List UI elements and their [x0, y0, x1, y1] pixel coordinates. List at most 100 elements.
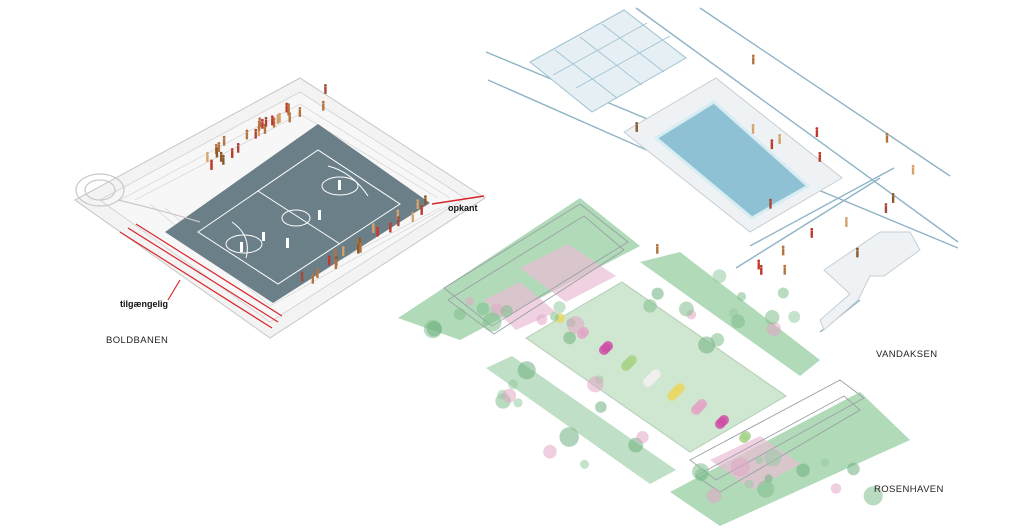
tree-canopy-icon [587, 376, 604, 393]
person-figure-icon [783, 267, 786, 275]
annotation-opkant: opkant [448, 203, 478, 213]
person-figure-icon [334, 256, 338, 260]
rosenhaven-area [398, 198, 910, 526]
person-figure-icon [231, 150, 234, 158]
person-figure-icon [810, 227, 814, 231]
person-figure-icon [272, 120, 276, 128]
person-figure-icon [263, 126, 267, 134]
rose-bush-icon [603, 341, 613, 351]
person-figure-icon [751, 54, 755, 58]
person-figure-icon [376, 229, 379, 237]
person-figure-icon [271, 118, 274, 126]
person-figure-icon [222, 157, 225, 165]
person-figure-icon [372, 225, 375, 233]
person-figure-icon [214, 143, 218, 147]
person-figure-icon [656, 246, 659, 254]
tree-canopy-icon [502, 388, 517, 403]
person-figure-icon [287, 108, 290, 116]
pool-water [653, 100, 811, 220]
person-figure-icon [371, 223, 375, 226]
person-figure-icon [288, 115, 291, 123]
tree-canopy-icon [744, 479, 754, 489]
person-figure-icon [245, 129, 249, 133]
person-figure-icon [254, 128, 258, 132]
person-figure-icon [818, 154, 822, 162]
person-figure-icon [781, 248, 785, 256]
tree-canopy-icon [820, 458, 830, 467]
person-figure-icon [258, 117, 262, 121]
person-figure-icon [397, 219, 400, 227]
person-figure-icon [769, 198, 772, 202]
rose-bush-icon [627, 355, 637, 365]
person-figure-icon [757, 259, 761, 263]
person-figure-icon [219, 154, 223, 162]
person-figure-icon [358, 237, 362, 240]
person-figure-icon [778, 136, 781, 144]
person-figure-icon [222, 135, 226, 139]
person-figure-icon [245, 132, 249, 140]
tree-canopy-icon [706, 488, 722, 504]
side-terrace [819, 231, 921, 331]
person-figure-icon [298, 107, 302, 110]
tree-canopy-icon [482, 312, 502, 332]
person-figure-icon [287, 105, 290, 109]
person-figure-icon [327, 258, 331, 266]
tree-canopy-icon [777, 287, 789, 299]
person-figure-icon [334, 252, 337, 260]
person-figure-icon [359, 242, 362, 246]
person-figure-icon [316, 271, 319, 279]
tree-canopy-icon [730, 457, 750, 477]
person-figure-icon [781, 245, 785, 249]
person-figure-icon [845, 219, 848, 227]
person-figure-icon [885, 135, 889, 143]
tilgaengelig-leader-line [167, 279, 181, 301]
person-figure-icon [287, 103, 290, 107]
person-figure-icon [396, 216, 400, 220]
person-figure-icon [778, 134, 782, 137]
person-figure-icon [376, 226, 379, 230]
person-figure-icon [210, 160, 213, 163]
person-figure-icon [891, 193, 895, 196]
tree-canopy-icon [636, 431, 649, 444]
vandaksen-area [485, 7, 959, 333]
person-figure-icon [254, 131, 257, 139]
person-figure-icon [324, 86, 327, 94]
spiral-ramp [75, 173, 201, 223]
tree-canopy-icon [536, 314, 548, 326]
person-figure-icon [217, 144, 221, 152]
tree-canopy-icon [476, 302, 490, 316]
tree-canopy-icon [579, 459, 590, 469]
tree-canopy-icon [517, 361, 536, 380]
person-figure-icon [751, 126, 755, 134]
rose-bush-icon [741, 431, 751, 441]
tree-canopy-icon [426, 321, 442, 337]
accessible-ramp [119, 223, 283, 329]
person-figure-icon [396, 209, 400, 213]
person-figure-icon [257, 129, 261, 137]
person-figure-icon [815, 127, 819, 130]
person-figure-icon [316, 268, 319, 271]
person-figure-icon [311, 276, 315, 284]
person-figure-icon [884, 206, 888, 214]
rose-lawn [525, 281, 787, 453]
tree-canopy-icon [566, 316, 585, 334]
person-figure-icon [810, 230, 813, 238]
tree-canopy-icon [757, 480, 775, 498]
person-figure-icon [759, 264, 763, 268]
person-figure-icon [855, 247, 859, 251]
rose-bush-icon [719, 415, 729, 425]
tree-canopy-icon [788, 310, 801, 323]
court-markings [197, 149, 401, 285]
tree-canopy-icon [692, 463, 710, 481]
person-figure-icon [357, 246, 360, 254]
tree-canopy-icon [731, 314, 745, 329]
person-figure-icon [327, 255, 331, 259]
person-figure-icon [258, 120, 261, 128]
person-figure-icon [770, 142, 774, 150]
rose-bush-icon [651, 369, 661, 379]
tree-canopy-icon [863, 486, 883, 506]
person-figure-icon [770, 139, 774, 143]
person-figure-icon [396, 212, 399, 220]
